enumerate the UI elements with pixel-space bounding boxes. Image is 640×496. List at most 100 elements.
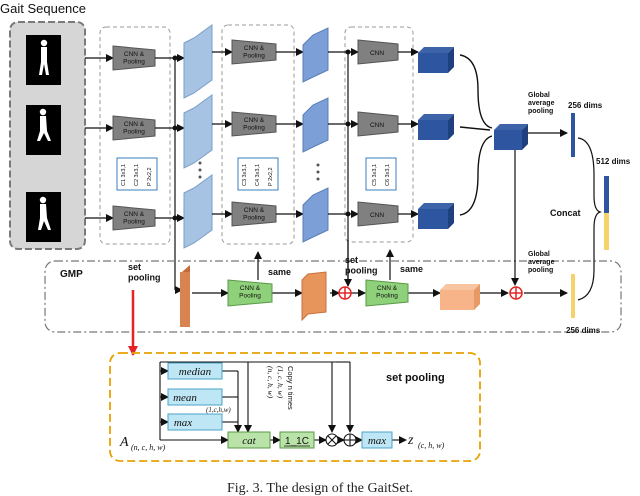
- stage3-group: [344, 26, 414, 243]
- svg-text:C3 3x3,1: C3 3x3,1: [242, 164, 248, 186]
- gmp-feature-2: [301, 271, 327, 322]
- set-pooling-panel: [109, 352, 481, 462]
- svg-text:(1, c, h, w): (1, c, h, w): [276, 366, 285, 399]
- svg-text:CNN: CNN: [370, 122, 384, 129]
- stage2-group: [221, 24, 295, 245]
- gmp-cnn-pool-box-2: CNN &Pooling: [365, 279, 409, 307]
- svg-text:(n, c, h, w): (n, c, h, w): [131, 443, 166, 452]
- svg-text:CNN &Pooling: CNN &Pooling: [239, 285, 261, 299]
- vector-512-top: [604, 176, 609, 213]
- conv-stack-2: C3 3x3,1 C4 3x3,1 P 2x2,2: [237, 157, 279, 191]
- svg-text:C5 3x3,1: C5 3x3,1: [372, 164, 378, 186]
- cnn-box: CNN: [357, 111, 399, 137]
- cnn-pool-box: CNN &Pooling: [112, 115, 156, 141]
- cnn-pool-box: CNN &Pooling: [112, 45, 156, 71]
- svg-text:A: A: [119, 435, 129, 450]
- svg-text:P 2x2,2: P 2x2,2: [147, 167, 153, 186]
- stage2-out-arrows: [276, 48, 304, 218]
- stage3-out-arrows: [398, 48, 419, 218]
- gmp-label: GMP: [60, 269, 83, 280]
- feature-maps-2: [302, 27, 329, 243]
- vector-512-bottom: [604, 213, 609, 250]
- set-pooling-panel-title: set pooling: [386, 372, 445, 384]
- conv-stack-1: C1 3x3,1 C2 3x3,1 P 2x2,2: [116, 157, 158, 191]
- gmp-arrows: [192, 150, 568, 297]
- conv-stack-3: C5 3x3,1 C6 3x3,1: [365, 157, 397, 191]
- figure-caption: Fig. 3. The design of the GaitSet.: [227, 481, 413, 496]
- frame-arrows: [85, 54, 114, 222]
- shape-mid: (1,c,h,w): [206, 406, 231, 414]
- feature-maps-3: [418, 47, 454, 229]
- stage1-out-arrows: [155, 54, 185, 294]
- max-box: max: [167, 413, 223, 431]
- svg-text:1_1C: 1_1C: [285, 436, 309, 447]
- output-tensor-label: z (c, h, w): [407, 433, 445, 450]
- cnn-box: CNN: [357, 39, 399, 65]
- set-pooling-flow: [159, 361, 407, 444]
- cnn-box: CNN: [357, 201, 399, 227]
- svg-text:CNN &Pooling: CNN &Pooling: [243, 117, 265, 131]
- svg-text:C1 3x3,1: C1 3x3,1: [121, 164, 127, 186]
- svg-text:max: max: [368, 435, 386, 447]
- max-reduce-box: max: [361, 431, 393, 449]
- dims-512: 512 dims: [596, 157, 631, 166]
- svg-text:mean: mean: [173, 392, 197, 404]
- svg-text:C4 3x3,1: C4 3x3,1: [255, 164, 261, 186]
- cnn-pool-box: CNN &Pooling: [231, 201, 277, 227]
- svg-text:C6 3x3,1: C6 3x3,1: [385, 164, 391, 186]
- svg-text:max: max: [174, 417, 192, 429]
- copy-text: Copy n times (1, c, h, w) (n, c, h, w): [266, 366, 295, 410]
- silhouette-frames: [26, 35, 61, 242]
- gmp-feature-3: [440, 284, 480, 310]
- svg-text:(n, c, h, w): (n, c, h, w): [266, 366, 275, 399]
- svg-text:cat: cat: [242, 435, 256, 447]
- svg-text:(c, h, w): (c, h, w): [418, 441, 445, 450]
- same-label-2: same: [400, 264, 423, 274]
- svg-text:P 2x2,2: P 2x2,2: [268, 167, 274, 186]
- gmp-feature-1: [180, 265, 190, 327]
- svg-text:CNN &Pooling: CNN &Pooling: [243, 45, 265, 59]
- svg-text:CNN &Pooling: CNN &Pooling: [376, 285, 398, 299]
- gmp-cnn-pool-box: CNN &Pooling: [227, 279, 273, 307]
- feature-maps-1: [183, 24, 213, 249]
- stage2-in-arrows: [212, 48, 233, 218]
- same-label: same: [268, 267, 291, 277]
- vector-256-bottom: [571, 274, 575, 318]
- cnn-pool-label: CNN &Pooling: [123, 211, 145, 225]
- svg-text:CNN: CNN: [370, 50, 384, 57]
- add-op-icon: [338, 286, 352, 300]
- svg-text:C2 3x3,1: C2 3x3,1: [134, 164, 140, 186]
- cat-box: cat: [227, 431, 271, 449]
- cnn-pool-label: CNN &Pooling: [123, 121, 145, 135]
- title: Gait Sequence: [0, 1, 86, 16]
- concat-label: Concat: [550, 208, 581, 218]
- concat-bracket: [577, 137, 602, 301]
- set-pooled-feature: [494, 124, 528, 150]
- dims-256-top: 256 dims: [568, 101, 603, 110]
- cnn-pool-box: CNN &Pooling: [231, 39, 277, 65]
- stage1-group: [99, 26, 171, 245]
- dims-256-bottom: 256 dims: [566, 326, 601, 335]
- svg-text:CNN &Pooling: CNN &Pooling: [243, 207, 265, 221]
- conv-1x1-box: 1_1C: [279, 431, 315, 449]
- svg-text:median: median: [179, 366, 212, 378]
- gmp-panel: [44, 260, 622, 333]
- add-op-icon: [343, 433, 357, 447]
- cnn-pool-label: CNN &Pooling: [123, 51, 145, 65]
- stage3-in-arrows: [328, 48, 359, 282]
- cnn-pool-box: CNN &Pooling: [231, 111, 277, 137]
- mean-box: mean: [167, 388, 223, 406]
- multiply-op-icon: [325, 433, 339, 447]
- vector-256-top: [571, 113, 575, 157]
- cnn-pool-box: CNN &Pooling: [112, 205, 156, 231]
- svg-text:CNN: CNN: [370, 212, 384, 219]
- svg-text:z: z: [407, 433, 414, 448]
- svg-text:Copy n times: Copy n times: [286, 366, 295, 410]
- median-box: median: [167, 362, 223, 380]
- input-tensor-label: A (n, c, h, w): [119, 435, 166, 452]
